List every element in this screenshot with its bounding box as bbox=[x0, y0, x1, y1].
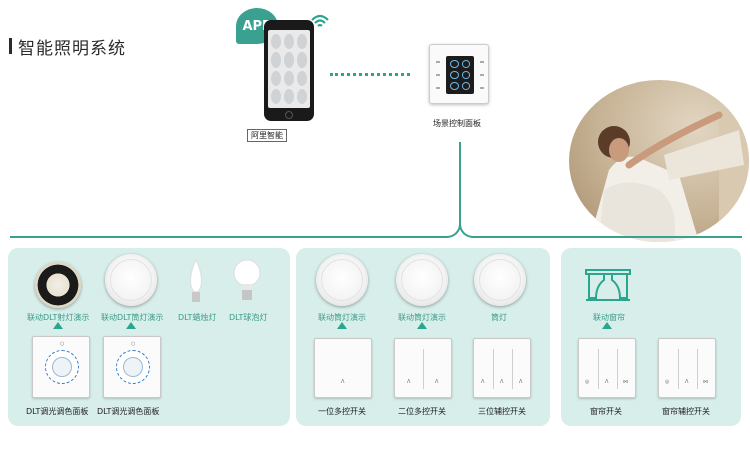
wireless-link-dots bbox=[330, 73, 410, 76]
connector-curve-left bbox=[439, 212, 461, 238]
switch-label: 窗帘开关 bbox=[590, 407, 622, 416]
curtain-icon bbox=[585, 269, 631, 301]
candle-bulb-icon bbox=[190, 258, 202, 302]
dlt-dimmer-panel: ○ bbox=[103, 336, 161, 398]
switch-label: 一位多控开关 bbox=[318, 407, 366, 416]
downlight bbox=[474, 254, 526, 306]
light-label: 联动DLT筒灯演示 bbox=[101, 313, 164, 322]
switch-label: 二位多控开关 bbox=[398, 407, 446, 416]
scene-panel-screen bbox=[446, 56, 474, 94]
curtain-label: 联动窗帘 bbox=[593, 313, 625, 322]
switch-label: 窗帘辅控开关 bbox=[662, 407, 710, 416]
switch-label: 三位辅控开关 bbox=[478, 407, 526, 416]
link-arrow bbox=[126, 322, 136, 329]
connector-horizontal-right bbox=[479, 236, 742, 238]
one-gang-switch: ᐱ bbox=[314, 338, 372, 398]
light-label: 筒灯 bbox=[491, 313, 507, 322]
light-label: DLT球泡灯 bbox=[229, 313, 268, 322]
three-gang-switch: ᐱ ᐱ ᐱ bbox=[473, 338, 531, 398]
switch-label: DLT调光调色面板 bbox=[97, 407, 160, 416]
title-accent-bar bbox=[9, 38, 12, 54]
light-label: 联动筒灯演示 bbox=[398, 313, 446, 322]
link-arrow bbox=[417, 322, 427, 329]
scene-panel-label: 场景控制面板 bbox=[433, 119, 481, 128]
light-label: 联动筒灯演示 bbox=[318, 313, 366, 322]
two-gang-switch: ᐱ ᐱ bbox=[394, 338, 452, 398]
link-arrow bbox=[337, 322, 347, 329]
phone-label: 阿里智能 bbox=[247, 129, 287, 142]
linked-downlight bbox=[316, 254, 368, 306]
smartphone bbox=[264, 20, 314, 121]
curtain-aux-switch: ◎ ᐱ ⋈ bbox=[658, 338, 716, 398]
linked-downlight bbox=[396, 254, 448, 306]
phone-screen bbox=[268, 30, 310, 108]
lifestyle-photo bbox=[569, 80, 749, 242]
light-label: DLT蜡烛灯 bbox=[178, 313, 217, 322]
link-arrow bbox=[53, 322, 63, 329]
dlt-downlight bbox=[105, 254, 157, 306]
link-arrow bbox=[602, 322, 612, 329]
switch-label: DLT调光调色面板 bbox=[26, 407, 89, 416]
dlt-dimmer-panel: ○ bbox=[32, 336, 90, 398]
scene-control-panel bbox=[429, 44, 489, 104]
connector-horizontal-left bbox=[10, 236, 441, 238]
connector-vertical bbox=[459, 142, 461, 222]
bulb-icon bbox=[233, 259, 261, 300]
light-label: 联动DLT射灯演示 bbox=[27, 313, 90, 322]
wifi-icon bbox=[311, 14, 329, 27]
phone-home-button bbox=[285, 111, 293, 119]
page-title: 智能照明系统 bbox=[18, 39, 126, 59]
curtain-switch: ◎ ᐱ ⋈ bbox=[578, 338, 636, 398]
connector-curve-right bbox=[459, 212, 481, 238]
dlt-spotlight bbox=[35, 262, 81, 308]
